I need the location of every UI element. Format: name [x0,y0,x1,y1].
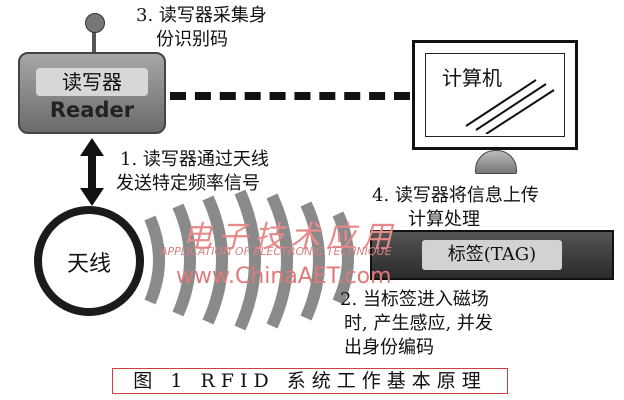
watermark-subtitle: APPLICATION OF ELECTRONIC TECHNIQUE [160,245,392,258]
antenna-label: 天线 [66,252,111,277]
reader-label-en: Reader [49,98,135,122]
step-4-line-2: 计算处理 [408,209,480,230]
step-2-text: 2. 当标签进入磁场 时, 产生感应, 并发 出身份编码 [340,288,493,360]
tag-label: 标签(TAG) [422,240,562,270]
figure-caption: 图 1 RFID 系统工作基本原理 [112,368,508,394]
computer-screen: 计算机 [425,53,565,137]
watermark-logo-text: 电子技术应用 [182,220,398,255]
step-4-text: 4. 读写器将信息上传 计算处理 [372,184,539,232]
radio-waves-icon [144,189,354,331]
reader-device: 读写器 Reader [18,52,166,134]
step-3-text: 3. 读写器采集身 份识别码 [136,4,267,52]
antenna-coil: 天线 [34,206,144,316]
step-1-text: 1. 读写器通过天线 发送特定频率信号 [116,148,269,196]
computer-label: 计算机 [442,66,502,90]
double-arrow-icon [80,138,104,206]
reader-antenna-stick [92,24,96,54]
watermark-url: www.ChinaAET.com [176,264,392,289]
computer-monitor: 计算机 [412,40,578,150]
computer-stand [475,150,517,174]
reader-computer-link [170,92,410,100]
step-2-line-3: 出身份编码 [344,337,434,358]
reader-label-zh: 读写器 [36,68,148,96]
step-1-line-2: 发送特定频率信号 [116,173,260,194]
reader-antenna-tip [85,13,105,33]
step-4-line-1: 4. 读写器将信息上传 [372,185,539,206]
screen-glare-icon [465,79,555,134]
step-3-line-1: 3. 读写器采集身 [136,5,267,26]
step-2-line-2: 时, 产生感应, 并发 [344,313,493,334]
rfid-tag: 标签(TAG) [370,230,614,280]
step-3-line-2: 份识别码 [156,29,228,50]
step-2-line-1: 2. 当标签进入磁场 [340,289,489,310]
step-1-line-1: 1. 读写器通过天线 [120,149,269,170]
